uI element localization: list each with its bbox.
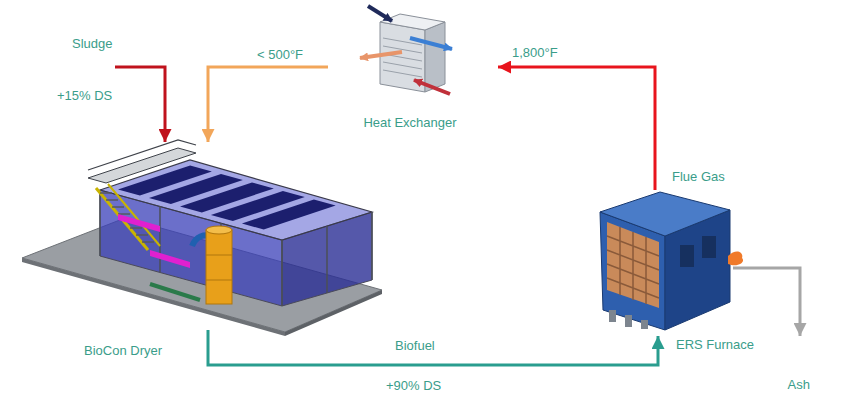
node-label: Heat Exchanger xyxy=(328,115,492,130)
flow-arrow xyxy=(115,67,165,142)
output-label-node: Ash xyxy=(786,342,813,392)
flow-arrow xyxy=(733,268,800,336)
hx-fins xyxy=(383,38,422,77)
scrubber-tower-top xyxy=(206,226,232,234)
furnace-flame xyxy=(728,252,743,266)
hx-arrow xyxy=(360,52,402,58)
hx-arrow xyxy=(410,38,452,49)
flow-arrow xyxy=(208,67,328,142)
burner xyxy=(625,315,632,327)
heat-exchanger-node: Heat Exchanger xyxy=(328,2,492,130)
stream-label: Flue Gas xyxy=(672,169,725,184)
stair-rail xyxy=(88,140,196,170)
node-label: Ash xyxy=(788,377,810,392)
hx-top xyxy=(380,14,445,30)
hx-arrow xyxy=(414,80,450,94)
node-label: ERS Furnace xyxy=(676,337,754,352)
source-label-node: Sludge xyxy=(70,36,115,72)
node-label: BioCon Dryer xyxy=(84,343,162,358)
magenta-trim xyxy=(150,250,190,268)
hx-side xyxy=(425,22,445,92)
edge-label: < 500°F xyxy=(255,47,305,62)
furnace-tubes xyxy=(607,227,659,304)
burner xyxy=(641,320,648,329)
edge-label: +15% DS xyxy=(55,88,114,103)
furnace-cutaway xyxy=(607,222,659,308)
dryer-illustration xyxy=(22,140,382,336)
solids-content-label: +90% DS xyxy=(386,378,441,393)
dryer-node: BioCon Dryer xyxy=(18,148,382,330)
frame-post xyxy=(281,240,283,306)
frame-post xyxy=(159,206,161,272)
hx-arrow xyxy=(368,6,392,21)
dryer-frame xyxy=(100,190,372,306)
conveyor xyxy=(150,284,200,300)
furnace-door xyxy=(702,236,716,258)
heat-exchanger-illustration xyxy=(360,6,452,94)
edge-label: Biofuel xyxy=(393,338,437,353)
tower-band xyxy=(206,280,232,281)
frame-post xyxy=(371,212,373,280)
furnace-node: ERS Furnace xyxy=(598,190,733,330)
furnace-illustration xyxy=(600,192,743,330)
stair-stringer xyxy=(108,184,160,246)
edge-label: 1,800°F xyxy=(510,45,560,60)
frame-post xyxy=(326,226,328,293)
frame-post xyxy=(99,190,101,256)
tower-band xyxy=(206,255,232,256)
flow-arrow xyxy=(208,330,658,365)
scrubber-tower xyxy=(206,230,232,304)
furnace-door xyxy=(680,245,694,267)
flow-arrow xyxy=(498,67,655,190)
dryer-roof-panel xyxy=(242,200,336,230)
node-label: Sludge xyxy=(72,36,112,51)
magenta-trim xyxy=(118,214,160,232)
stair-platform xyxy=(88,148,196,183)
burner xyxy=(609,310,616,322)
